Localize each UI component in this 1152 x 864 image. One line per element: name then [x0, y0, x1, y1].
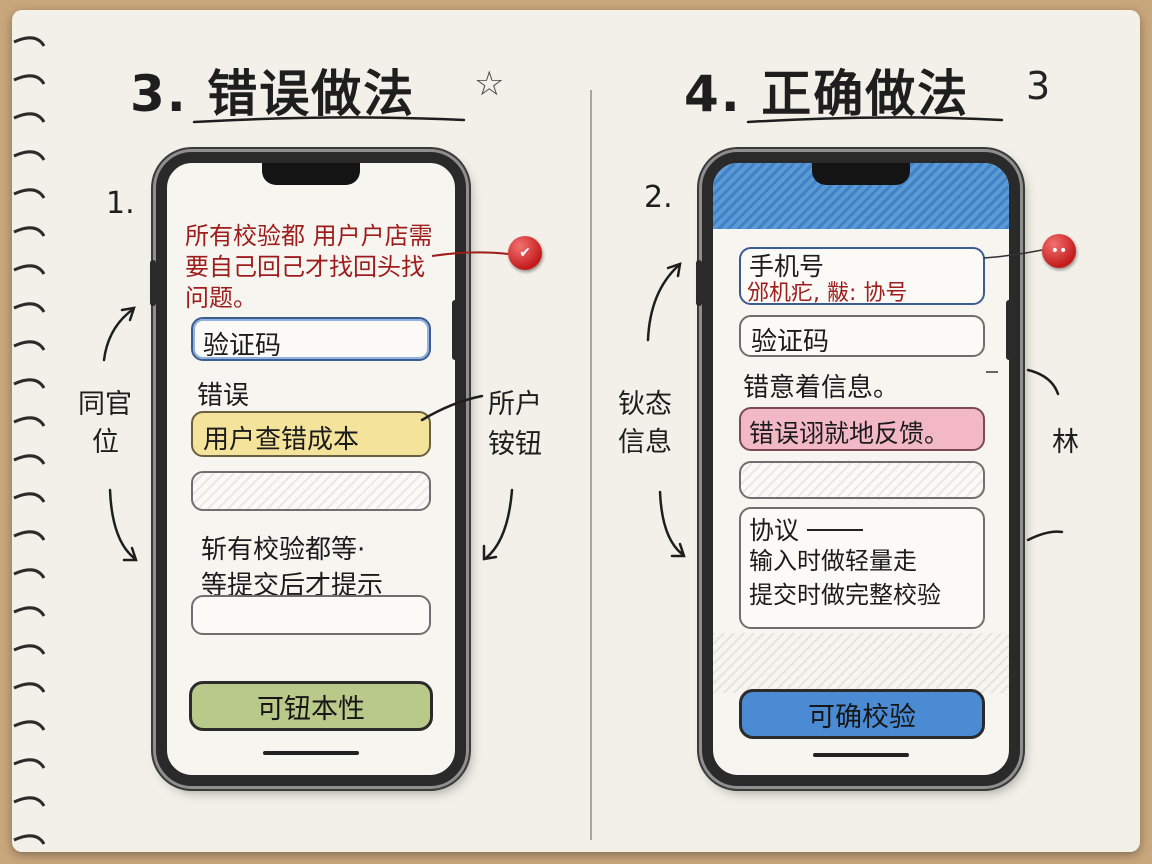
phone-side-button — [696, 260, 702, 306]
protocol-line2: 提交时做完整校验 — [749, 581, 941, 609]
spiral-binding — [13, 36, 46, 845]
status-message: 错意着信息。 — [743, 373, 900, 403]
home-indicator — [813, 753, 909, 757]
user-cost-label: 用户查错成本 — [203, 425, 360, 455]
red-pin-icon: •• — [1042, 234, 1076, 268]
right-captcha-label: 验证码 — [751, 327, 830, 357]
phone-number-field[interactable]: 手机号 邠机疕, 黻: 协号 — [739, 247, 985, 306]
phone-side-button — [150, 260, 156, 306]
left-side-label-1: 同官 — [78, 389, 132, 420]
empty-input-field[interactable] — [191, 471, 431, 511]
left-submit-button[interactable]: 可钮本性 — [189, 681, 433, 731]
submit-note-line1: 斩有校验都等· — [201, 535, 366, 565]
right-heading-suffix: 3 — [1026, 64, 1051, 108]
left-side-label-2: 位 — [92, 427, 119, 458]
protocol-line1: 输入时做轻量走 — [749, 547, 917, 575]
phone-notch — [262, 163, 360, 185]
left-right-label-1: 所户 — [488, 389, 542, 420]
left-step-number: 1. — [106, 186, 135, 221]
right-side-label-3: 林 — [1052, 427, 1079, 458]
validation-warning-note: 所有校验都 用户户店需要自己回己才找回头找问题。 — [185, 222, 433, 312]
user-cost-field[interactable]: 用户查错成本 — [191, 411, 431, 457]
right-side-label-2: 信息 — [618, 427, 672, 458]
phone-number-hint: 邠机疕, 黻: 协号 — [747, 281, 908, 306]
left-right-label-2: 铵钮 — [488, 429, 542, 460]
error-feedback-label: 错误诩就地反馈。 — [749, 419, 950, 448]
error-feedback-field[interactable]: 错误诩就地反馈。 — [739, 407, 985, 451]
phone-side-button — [452, 300, 458, 360]
home-indicator — [263, 751, 359, 755]
red-pin-icon: ✔ — [508, 236, 542, 270]
protocol-rule — [807, 529, 863, 531]
empty-input-field-2[interactable] — [191, 595, 431, 635]
error-label: 错误 — [197, 381, 250, 411]
empty-input-field-3[interactable] — [739, 461, 985, 499]
right-step-number: 2. — [644, 180, 673, 215]
protocol-box: 协议 输入时做轻量走 提交时做完整校验 — [739, 507, 985, 629]
right-phone: 手机号 邠机疕, 黻: 协号 验证码 错意着信息。 错误诩就地反馈。 协议 输入… — [702, 152, 1020, 786]
hatched-area — [713, 633, 1009, 693]
phone-number-label: 手机号 — [749, 252, 825, 281]
right-side-label-1: 钬态 — [618, 389, 672, 420]
page-divider — [590, 90, 592, 840]
right-heading: 4. 正确做法 — [684, 65, 970, 123]
notebook-page: 3. 错误做法 ☆ 1. 同官 位 所户 铵钮 所有校验都 用户户店需要自己回己… — [12, 10, 1140, 852]
captcha-label: 验证码 — [203, 331, 282, 361]
right-submit-button[interactable]: 可确校验 — [739, 689, 985, 739]
star-icon: ☆ — [474, 64, 505, 104]
left-heading: 3. 错误做法 — [130, 65, 416, 123]
protocol-title: 协议 — [749, 516, 800, 545]
right-captcha-field[interactable]: 验证码 — [739, 315, 985, 357]
annotation-lines — [102, 116, 1064, 562]
captcha-field[interactable]: 验证码 — [191, 317, 431, 361]
left-phone: 所有校验都 用户户店需要自己回己才找回头找问题。 验证码 错误 用户查错成本 斩… — [156, 152, 466, 786]
phone-notch — [812, 163, 910, 185]
phone-side-button — [1006, 300, 1012, 360]
